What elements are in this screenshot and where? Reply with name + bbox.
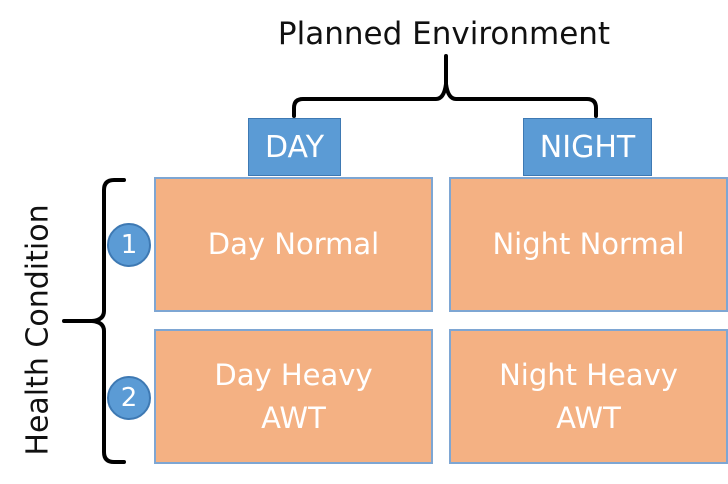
top-bracket — [292, 54, 598, 118]
cell-line: Night Normal — [492, 227, 685, 262]
cell-line: AWT — [556, 400, 621, 435]
column-header-night: NIGHT — [523, 118, 652, 176]
cell-night-normal: Night Normal — [449, 177, 728, 312]
cell-line: Day Normal — [207, 227, 380, 262]
cell-line: Night Heavy — [499, 358, 678, 393]
cell-line: AWT — [261, 400, 326, 435]
column-header-day: DAY — [248, 118, 341, 176]
cell-line: Day Heavy — [214, 358, 373, 393]
row-badge-1: 1 — [107, 223, 151, 267]
cell-day-normal: Day Normal — [154, 177, 433, 312]
row-badge-2: 2 — [107, 376, 151, 420]
health-condition-label: Health Condition — [20, 204, 56, 456]
left-bracket — [62, 178, 126, 464]
cell-night-heavy-awt: Night Heavy AWT — [449, 329, 728, 464]
cell-day-heavy-awt: Day Heavy AWT — [154, 329, 433, 464]
planned-environment-title: Planned Environment — [277, 16, 611, 52]
